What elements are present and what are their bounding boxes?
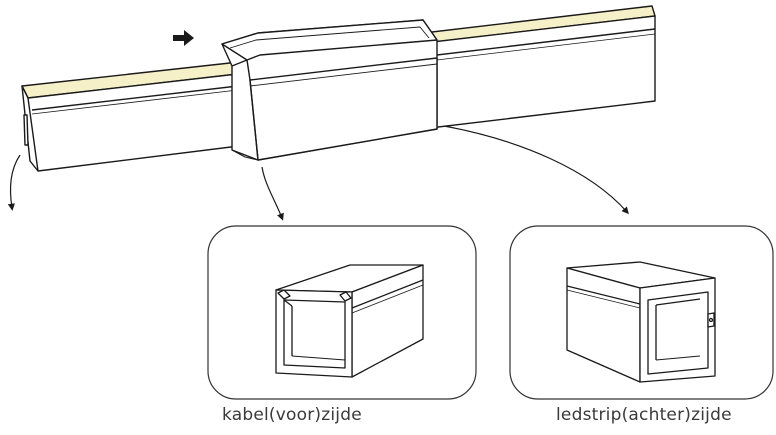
connector-back-view — [566, 261, 716, 383]
neon-strip-assembly — [21, 5, 656, 172]
connector-front-view — [275, 264, 424, 378]
arrow-right-icon — [173, 30, 194, 46]
arrow-down-icon — [7, 154, 21, 211]
arrow-down-icon — [261, 166, 284, 221]
caption-ledstrip-back-side: ledstrip(achter)zijde — [556, 405, 732, 425]
strip-end-slot — [23, 114, 29, 146]
caption-cable-front-side: kabel(voor)zijde — [222, 405, 362, 425]
arrow-down-icon — [443, 125, 629, 215]
